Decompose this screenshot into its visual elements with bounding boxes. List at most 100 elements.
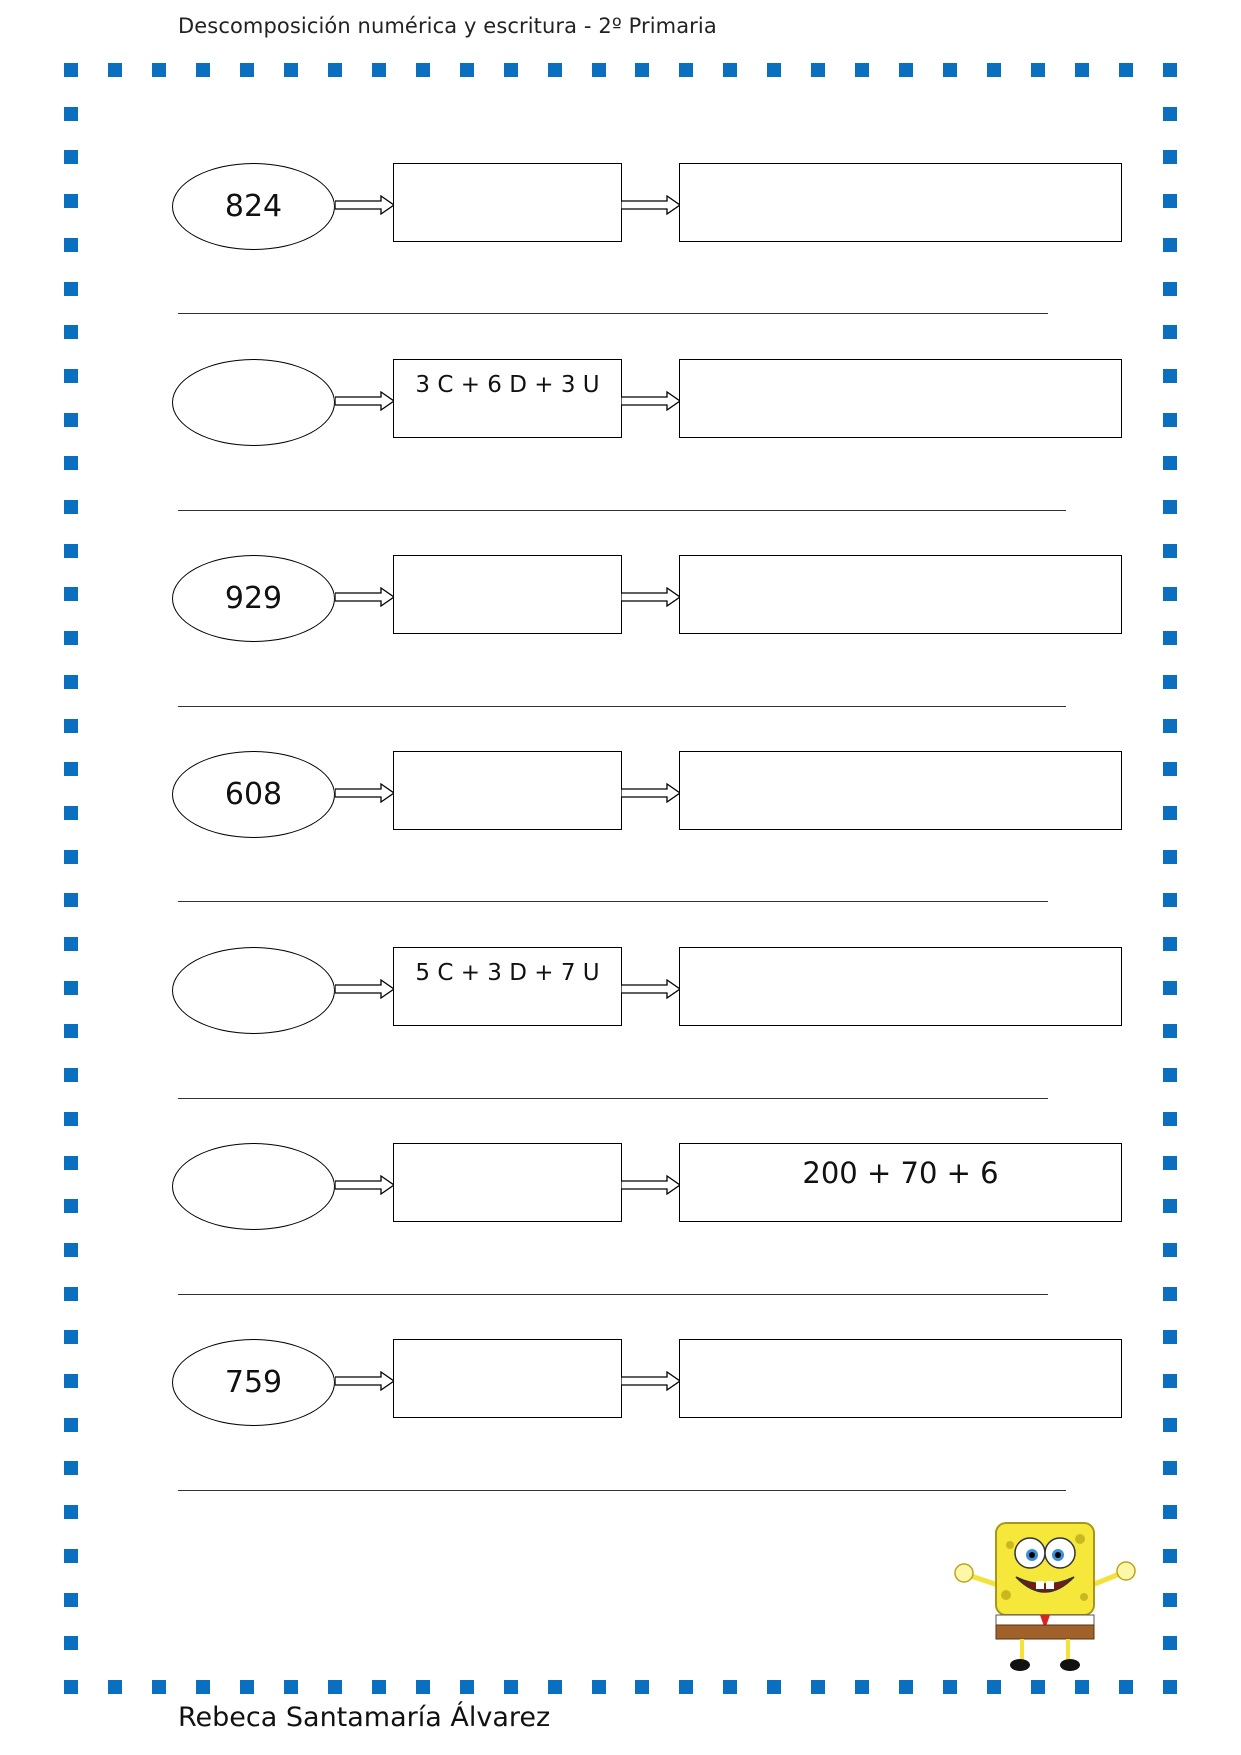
border-square — [64, 718, 78, 733]
border-square — [1163, 1068, 1177, 1083]
number-oval[interactable] — [172, 359, 335, 446]
number-oval[interactable]: 608 — [172, 751, 335, 838]
border-square — [1075, 63, 1090, 77]
border-square — [64, 1374, 78, 1389]
border-square — [1163, 1505, 1177, 1520]
decomposition-box[interactable] — [393, 163, 622, 242]
border-square — [899, 1680, 914, 1694]
expanded-form-box[interactable] — [679, 163, 1122, 242]
border-square — [64, 587, 78, 602]
border-square — [723, 63, 738, 77]
border-square — [64, 1636, 78, 1651]
border-square — [1163, 412, 1177, 427]
border-square — [1163, 1636, 1177, 1651]
writing-line[interactable] — [178, 313, 1048, 314]
border-square — [1163, 1592, 1177, 1607]
border-square — [64, 1417, 78, 1432]
border-square — [64, 1330, 78, 1345]
writing-line[interactable] — [178, 1098, 1048, 1099]
expanded-form-box[interactable] — [679, 359, 1122, 438]
decomposition-box[interactable] — [393, 1339, 622, 1418]
border-square — [64, 1680, 78, 1694]
arrow-right-icon — [335, 391, 395, 411]
writing-line[interactable] — [178, 1490, 1066, 1491]
writing-line[interactable] — [178, 510, 1066, 511]
border-square — [415, 1680, 430, 1694]
arrow-right-icon — [621, 1371, 681, 1391]
border-square — [371, 63, 386, 77]
border-square — [64, 543, 78, 558]
border-square — [1119, 63, 1134, 77]
spongebob-cartoon-icon — [954, 1522, 1136, 1671]
expanded-form-box[interactable] — [679, 555, 1122, 634]
exercise-row: 759 — [0, 1339, 1241, 1429]
arrow-right-icon — [621, 783, 681, 803]
arrow-right-icon — [621, 979, 681, 999]
exercise-row: 929 — [0, 555, 1241, 645]
border-square — [1163, 543, 1177, 558]
arrow-right-icon — [335, 587, 395, 607]
border-square — [1163, 1461, 1177, 1476]
exercise-row: 824 — [0, 163, 1241, 253]
border-square — [1163, 1155, 1177, 1170]
border-square — [635, 1680, 650, 1694]
arrow-right-icon — [621, 1175, 681, 1195]
border-square — [855, 1680, 870, 1694]
border-square — [64, 456, 78, 471]
writing-line[interactable] — [178, 901, 1048, 902]
border-square — [64, 805, 78, 820]
border-square — [64, 1111, 78, 1126]
border-square — [1031, 1680, 1046, 1694]
decomposition-box[interactable]: 3 C + 6 D + 3 U — [393, 359, 622, 438]
border-square — [1163, 1548, 1177, 1563]
border-square — [1163, 106, 1177, 121]
expanded-form-box[interactable] — [679, 1339, 1122, 1418]
expanded-form-box[interactable]: 200 + 70 + 6 — [679, 1143, 1122, 1222]
border-square — [64, 1068, 78, 1083]
border-square — [1163, 1374, 1177, 1389]
border-square — [239, 1680, 254, 1694]
border-square — [1163, 368, 1177, 383]
border-square — [1163, 194, 1177, 209]
expanded-form-box[interactable] — [679, 751, 1122, 830]
number-oval[interactable]: 824 — [172, 163, 335, 250]
border-square — [64, 762, 78, 777]
border-square — [1031, 63, 1046, 77]
number-oval[interactable] — [172, 947, 335, 1034]
border-square — [64, 631, 78, 646]
border-square — [64, 1505, 78, 1520]
decomposition-box[interactable] — [393, 1143, 622, 1222]
border-square — [591, 1680, 606, 1694]
number-oval[interactable]: 929 — [172, 555, 335, 642]
border-square — [195, 63, 210, 77]
border-square — [1163, 1242, 1177, 1257]
border-square — [1163, 500, 1177, 515]
border-square — [1163, 325, 1177, 340]
border-square — [1163, 1199, 1177, 1214]
expanded-form-box[interactable] — [679, 947, 1122, 1026]
border-square — [987, 1680, 1002, 1694]
number-oval[interactable] — [172, 1143, 335, 1230]
border-square — [371, 1680, 386, 1694]
border-square — [1163, 150, 1177, 165]
border-square — [283, 1680, 298, 1694]
border-square — [327, 1680, 342, 1694]
border-square — [1163, 893, 1177, 908]
border-square — [415, 63, 430, 77]
decomposition-box[interactable]: 5 C + 3 D + 7 U — [393, 947, 622, 1026]
writing-line[interactable] — [178, 706, 1066, 707]
decomposition-box[interactable] — [393, 751, 622, 830]
arrow-right-icon — [335, 1371, 395, 1391]
border-square — [64, 980, 78, 995]
decomposition-box[interactable] — [393, 555, 622, 634]
arrow-right-icon — [335, 979, 395, 999]
border-square — [723, 1680, 738, 1694]
number-oval[interactable]: 759 — [172, 1339, 335, 1426]
border-square — [1163, 237, 1177, 252]
writing-line[interactable] — [178, 1294, 1048, 1295]
border-square — [1163, 1417, 1177, 1432]
border-square — [1163, 1330, 1177, 1345]
border-square — [1163, 281, 1177, 296]
border-square — [767, 1680, 782, 1694]
border-square — [943, 63, 958, 77]
